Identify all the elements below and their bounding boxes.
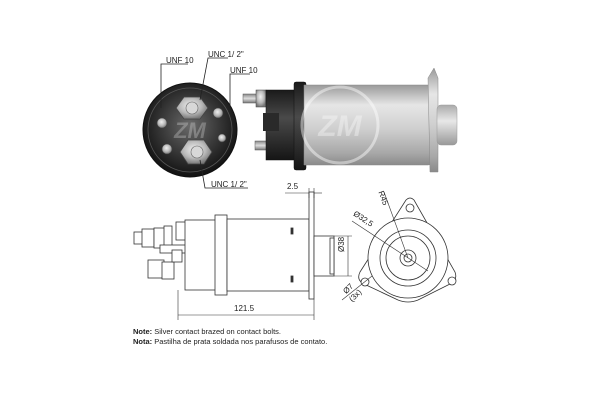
label-unc12-bottom: UNC 1/ 2"	[211, 180, 247, 189]
leader-lines	[160, 57, 250, 189]
note-label: Nota:	[133, 337, 153, 346]
note-portuguese: Nota: Pastilha de prata soldada nos para…	[133, 337, 327, 347]
note-english: Note: Silver contact brazed on contact b…	[133, 327, 281, 337]
note-label: Note:	[133, 327, 153, 336]
label-unf10-left: UNF 10	[166, 56, 194, 65]
dim-plunger-diameter: Ø38	[337, 236, 346, 252]
dim-flange-thickness: 2.5	[287, 182, 299, 191]
end-view-photo: ZM	[142, 82, 238, 178]
dimension-lines	[177, 188, 352, 320]
svg-text:ZM: ZM	[173, 118, 206, 143]
label-unc12-top: UNC 1/ 2"	[208, 50, 244, 59]
svg-text:ZM: ZM	[317, 110, 362, 143]
note-text: Silver contact brazed on contact bolts.	[152, 327, 281, 336]
front-view-drawing	[358, 197, 457, 303]
dim-overall-length: 121.5	[234, 304, 255, 313]
label-unf10-right: UNF 10	[230, 66, 258, 75]
note-text: Pastilha de prata soldada nos parafusos …	[152, 337, 328, 346]
side-view-drawing	[133, 191, 335, 300]
side-view-photo: ZM	[242, 67, 458, 173]
